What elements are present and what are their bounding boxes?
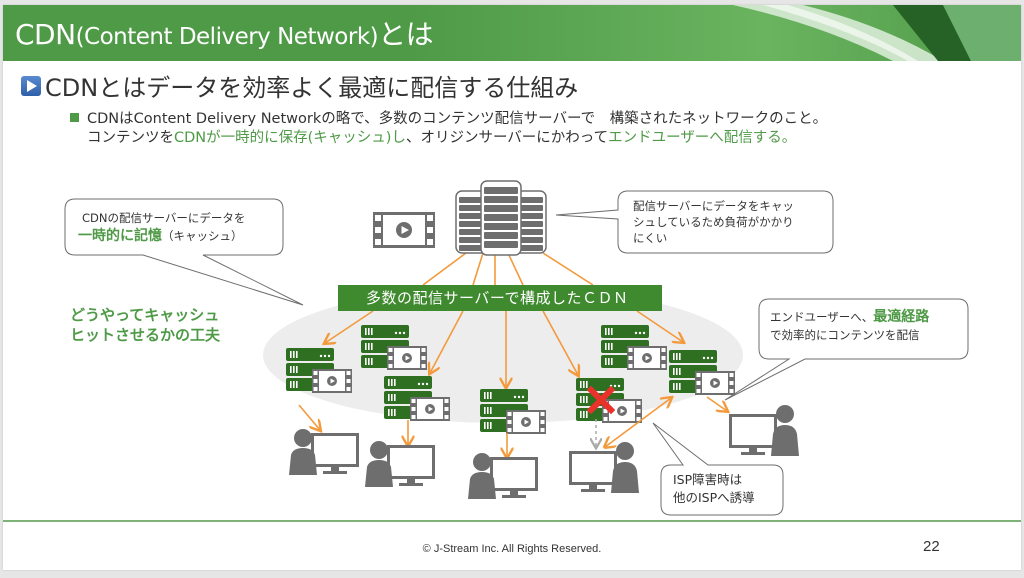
origin-server-icon <box>455 180 547 256</box>
user-computer-icon <box>468 453 538 499</box>
slide-title: CDN(Content Delivery Network)とは <box>15 13 434 53</box>
bullet-line-2: コンテンツをCDNが一時的に保存(キャッシュ)し、オリジンサーバーにかわってエン… <box>70 129 827 148</box>
callout-origin-line3: にくい <box>633 231 668 245</box>
callout-cache: CDNの配信サーバーにデータを 一時的に記憶（キャッシュ） <box>78 209 283 245</box>
callout-cache-rest: （キャッシュ） <box>162 229 243 243</box>
callout-origin-line2: シュしているため負荷がかかり <box>633 215 794 229</box>
callout-cache-bubble <box>64 198 304 306</box>
origin-links <box>422 252 594 286</box>
video-film-icon <box>373 212 435 248</box>
callout-route-line1: エンドユーザーへ、 <box>770 310 874 324</box>
square-bullet-icon <box>70 113 79 122</box>
user-computer-icon <box>289 429 359 475</box>
footer-copyright: © J-Stream Inc. All Rights Reserved. <box>422 543 602 555</box>
footer-divider <box>3 520 1021 522</box>
slide-subtitle: CDNとはデータを効率よく最適に配信する仕組み <box>21 68 578 103</box>
callout-route: エンドユーザーへ、最適経路 で効率的にコンテンツを配信 <box>770 308 929 344</box>
callout-route-bubble <box>724 298 969 401</box>
delivery-arrows <box>298 397 727 457</box>
user-computer-icon <box>729 405 799 456</box>
bullet-highlight: CDNが一時的に保存(キャッシュ)し <box>174 130 406 146</box>
callout-origin-bubble <box>555 190 834 254</box>
callout-route-line2: で効率的にコンテンツを配信 <box>770 328 920 342</box>
title-bar: CDN(Content Delivery Network)とは <box>3 5 1021 61</box>
callout-isp-line1: ISP障害時は <box>673 472 743 487</box>
user-computer-icon <box>365 441 435 487</box>
cdn-diagram <box>64 180 969 516</box>
page-number: 22 <box>923 538 940 555</box>
title-swoosh-decoration <box>733 5 1021 61</box>
side-note: どうやってキャッシュ ヒットさせるかの工夫 <box>70 305 220 345</box>
bullet-text: コンテンツを <box>87 130 174 146</box>
callout-isp-bubble <box>652 422 784 516</box>
callout-route-bold: 最適経路 <box>873 309 930 325</box>
callout-cache-line1: CDNの配信サーバーにデータを <box>82 211 246 225</box>
bullet-paragraph: CDNはContent Delivery Networkの略で、多数のコンテンツ… <box>70 110 827 148</box>
cdn-banner: 多数の配信サーバーで構成したＣＤＮ <box>338 285 662 311</box>
callout-cache-bold: 一時的に記憶 <box>78 228 162 244</box>
title-suffix: とは <box>378 18 434 51</box>
bullet-text: 、オリジンサーバーにかわって <box>405 130 609 146</box>
subtitle-text: CDNとはデータを効率よく最適に配信する仕組み <box>45 74 579 102</box>
user-computer-icon <box>569 442 639 493</box>
callout-origin-line1: 配信サーバーにデータをキャッ <box>633 199 794 213</box>
title-main: CDN <box>15 18 76 51</box>
callout-isp: ISP障害時は 他のISPへ誘導 <box>673 471 755 507</box>
callout-isp-line2: 他のISPへ誘導 <box>673 490 755 505</box>
side-note-line1: どうやってキャッシュ <box>70 306 220 324</box>
title-paren: (Content Delivery Network) <box>75 24 379 50</box>
slide: CDN(Content Delivery Network)とは CDNとはデータ… <box>3 5 1021 570</box>
callout-origin: 配信サーバーにデータをキャッ シュしているため負荷がかかり にくい <box>633 198 794 246</box>
bullet-line-1: CDNはContent Delivery Networkの略で、多数のコンテンツ… <box>87 111 828 127</box>
play-bullet-icon <box>21 75 41 96</box>
side-note-line2: ヒットさせるかの工夫 <box>70 326 221 344</box>
cdn-distribution-arrows <box>325 310 683 387</box>
bullet-highlight: エンドユーザーへ配信する。 <box>608 130 797 146</box>
